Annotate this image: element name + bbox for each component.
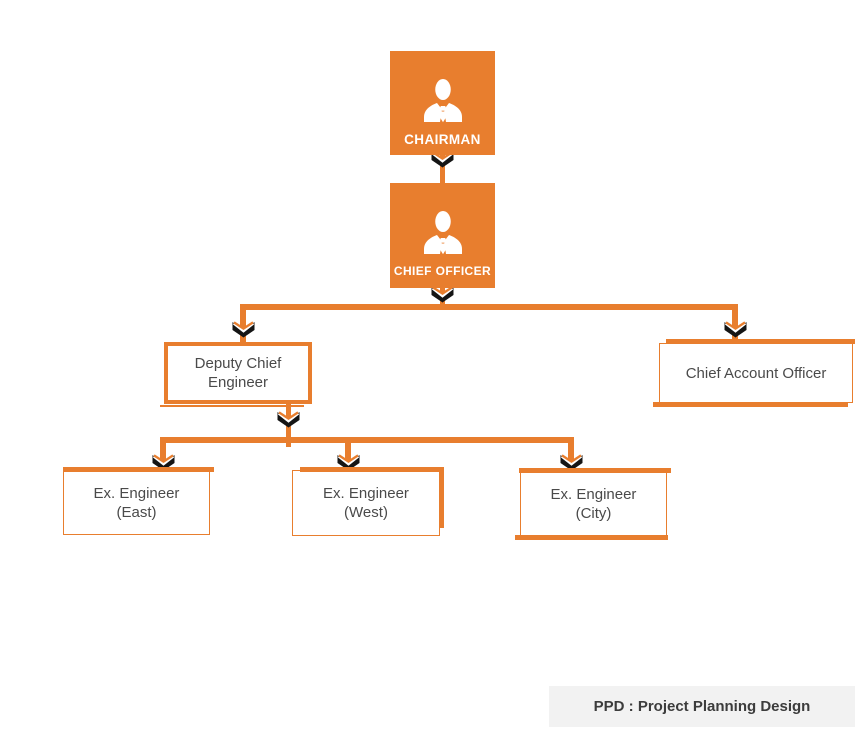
connector-drop-east: [160, 437, 166, 470]
down-arrow-icon: [277, 411, 300, 428]
person-icon: [423, 211, 462, 255]
org-node-label-line1: Ex. Engineer: [93, 484, 180, 502]
org-node-label-line2: (West): [344, 504, 388, 521]
legend-text: PPD : Project Planning Design: [593, 698, 811, 715]
org-node-label: Chief Account Officer: [685, 364, 827, 382]
connector-drop-account: [732, 304, 738, 343]
org-node-ex-engineer-city: Ex. Engineer (City): [515, 468, 671, 540]
org-node-label-line2: (City): [575, 504, 612, 522]
org-node-label-line1: Deputy Chief: [194, 355, 282, 372]
down-arrow-icon: [560, 454, 583, 471]
legend-bar: PPD : Project Planning Design: [549, 686, 855, 727]
org-node-label-chairman: CHAIRMAN: [404, 132, 481, 147]
org-node-label-line2: Engineer: [207, 374, 269, 391]
connector-level3-horizontal: [160, 437, 574, 443]
org-node-ex-engineer-west: Ex. Engineer (West): [292, 467, 444, 536]
org-node-label-chief-officer: CHIEF OFFICER: [393, 264, 492, 278]
org-node-chief-officer: CHIEF OFFICER: [390, 183, 495, 288]
person-icon: [423, 79, 462, 123]
org-node-ex-engineer-east: Ex. Engineer (East): [63, 467, 214, 535]
org-node-label-line1: Ex. Engineer: [323, 485, 409, 502]
org-node-label-line1: Ex. Engineer: [550, 485, 637, 503]
org-node-chief-account-officer: Chief Account Officer: [653, 339, 855, 407]
connector-drop-city: [568, 437, 574, 471]
down-arrow-icon: [431, 286, 454, 303]
down-arrow-icon: [337, 454, 360, 471]
connector-drop-deputy: [240, 304, 246, 342]
org-node-deputy-chief-engineer: Deputy Chief Engineer: [160, 342, 312, 407]
connector-chief-down: [440, 277, 445, 305]
connector-drop-west: [345, 437, 351, 470]
org-node-chairman: CHAIRMAN: [390, 51, 495, 155]
down-arrow-icon: [232, 321, 255, 338]
org-node-label-line2: (East): [116, 503, 157, 521]
down-arrow-icon: [724, 321, 747, 338]
down-arrow-icon: [152, 454, 175, 471]
connector-level2-horizontal: [240, 304, 738, 310]
